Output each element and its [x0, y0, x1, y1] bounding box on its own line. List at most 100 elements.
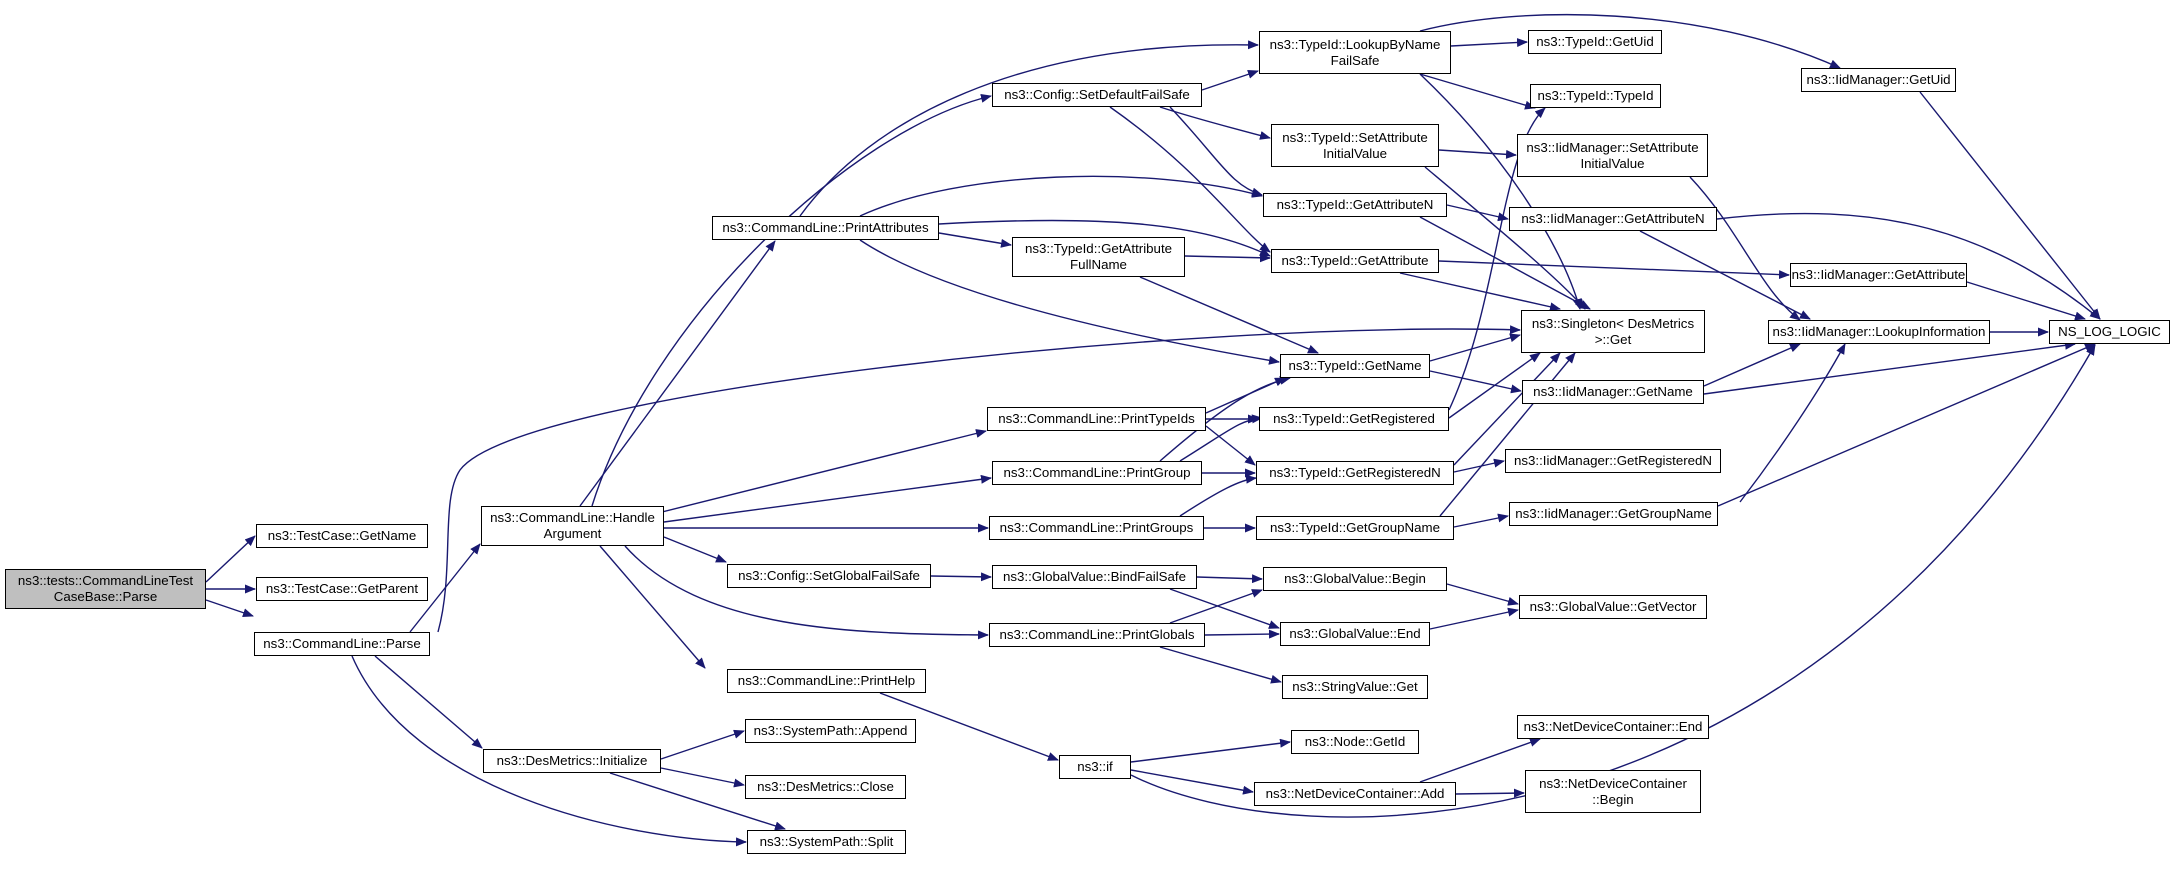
- edge-typeid-getregisteredn-to-iidmanager-getregisteredn: [1453, 458, 1505, 473]
- edge-setdefaultfailsafe-to-lookupbyname: [1201, 69, 1259, 91]
- edge-printglobals-to-globalvalue-end: [1204, 629, 1280, 639]
- node-iidmanager-getattributen[interactable]: ns3::IidManager::GetAttributeN: [1509, 207, 1717, 231]
- edge-lookupbyname-to-singleton-get: [1419, 73, 1582, 310]
- node-commandline-printgroups[interactable]: ns3::CommandLine::PrintGroups: [989, 516, 1204, 540]
- edge-typeid-getregistered-to-singleton-get: [1448, 352, 1541, 419]
- node-commandline-printhelp[interactable]: ns3::CommandLine::PrintHelp: [727, 669, 926, 693]
- node-globalvalue-begin[interactable]: ns3::GlobalValue::Begin: [1263, 567, 1447, 591]
- node-typeid-getuid[interactable]: ns3::TypeId::GetUid: [1528, 30, 1662, 54]
- edge-typeid-getregisteredn-to-singleton-get: [1453, 352, 1561, 466]
- edge-root-to-testcase-getname: [205, 535, 256, 583]
- edge-iidmanager-getuid-to-ns-log-logic: [1919, 91, 2101, 320]
- edge-printattributes-to-typeid-getattribute: [938, 219, 1271, 257]
- node-config-setglobalfailsafe[interactable]: ns3::Config::SetGlobalFailSafe: [727, 564, 931, 588]
- edge-printtypeids-to-typeid-getregisteredn: [1205, 425, 1256, 466]
- edge-getattributefullname-to-typeid-getattribute: [1184, 253, 1271, 263]
- node-ns-log-logic[interactable]: NS_LOG_LOGIC: [2049, 320, 2170, 344]
- edge-iidmanager-getattributen-to-ns-log-logic: [1716, 212, 2101, 320]
- edge-initialize-to-systempath-append: [660, 729, 745, 760]
- edge-handleargument-to-printattributes: [579, 240, 776, 507]
- node-iidmanager-lookupinformation[interactable]: ns3::IidManager::LookupInformation: [1768, 320, 1990, 344]
- node-systempath-split[interactable]: ns3::SystemPath::Split: [747, 830, 906, 854]
- edge-getattributefullname-to-typeid-getname: [1139, 276, 1319, 354]
- edge-setattributeinitialvalue-to-singleton-get: [1424, 166, 1586, 310]
- edge-printgroup-to-typeid-getname: [1159, 375, 1291, 462]
- edge-iidmanager-getname-to-ns-log-logic: [1703, 340, 2076, 395]
- edge-typeid-getname-to-singleton-get: [1429, 333, 1521, 362]
- node-node-getid[interactable]: ns3::Node::GetId: [1291, 730, 1419, 754]
- node-iidmanager-getattribute[interactable]: ns3::IidManager::GetAttribute: [1790, 263, 1967, 287]
- node-globalvalue-bindfailsafe[interactable]: ns3::GlobalValue::BindFailSafe: [992, 565, 1197, 589]
- edge-initialize-to-systempath-split: [609, 772, 786, 831]
- edge-parse-to-systempath-split: [351, 655, 747, 847]
- edge-setglobalfailsafe-to-bindfailsafe: [930, 572, 992, 582]
- node-desmetrics-initialize[interactable]: ns3::DesMetrics::Initialize: [483, 749, 661, 773]
- node-desmetrics-close[interactable]: ns3::DesMetrics::Close: [745, 775, 906, 799]
- node-globalvalue-getvector[interactable]: ns3::GlobalValue::GetVector: [1519, 595, 1707, 619]
- edge-typeid-getattribute-to-iidmanager-getattribute: [1438, 260, 1790, 280]
- edge-printglobals-to-stringvalue-get: [1159, 646, 1282, 684]
- edge-setdefaultfailsafe-to-typeid-getattributen: [1169, 106, 1263, 197]
- node-typeid-getattributefullname[interactable]: ns3::TypeId::GetAttribute FullName: [1012, 237, 1185, 277]
- node-testcase-getname[interactable]: ns3::TestCase::GetName: [256, 524, 428, 548]
- edge-ns3-if-to-netdevicecontainer-add: [1130, 769, 1254, 795]
- edge-typeid-getattributen-to-iidmanager-getattributen: [1446, 204, 1509, 222]
- edge-lookupbyname-to-iidmanager-getuid: [1419, 13, 1841, 69]
- edge-bindfailsafe-to-globalvalue-end: [1169, 588, 1280, 629]
- edge-typeid-getregistered-to-typeid-typeid: [1448, 107, 1546, 411]
- node-typeid-getgroupname[interactable]: ns3::TypeId::GetGroupName: [1256, 516, 1454, 540]
- node-config-setdefaultfailsafe[interactable]: ns3::Config::SetDefaultFailSafe: [992, 83, 1202, 107]
- node-globalvalue-end[interactable]: ns3::GlobalValue::End: [1280, 622, 1430, 646]
- edge-printattributes-to-typeid-getname: [859, 239, 1280, 365]
- edge-ns3-if-to-node-getid: [1130, 738, 1291, 763]
- node-typeid-getname[interactable]: ns3::TypeId::GetName: [1280, 354, 1430, 378]
- edge-parse-to-desmetrics-initialize: [374, 655, 483, 749]
- node-systempath-append[interactable]: ns3::SystemPath::Append: [745, 719, 916, 743]
- edge-iidmanager-getattributen-to-lookupinformation: [1639, 230, 1811, 320]
- node-singleton-desmetrics-get[interactable]: ns3::Singleton< DesMetrics >::Get: [1521, 310, 1705, 353]
- node-netdevicecontainer-begin[interactable]: ns3::NetDeviceContainer ::Begin: [1525, 770, 1701, 813]
- edge-add-to-netdevicecontainer-end: [1419, 738, 1541, 783]
- node-typeid-getattributen[interactable]: ns3::TypeId::GetAttributeN: [1263, 193, 1447, 217]
- node-stringvalue-get[interactable]: ns3::StringValue::Get: [1282, 675, 1428, 699]
- node-typeid-getregisteredn[interactable]: ns3::TypeId::GetRegisteredN: [1256, 461, 1454, 485]
- node-commandline-printtypeids[interactable]: ns3::CommandLine::PrintTypeIds: [987, 407, 1206, 431]
- node-iidmanager-getgroupname[interactable]: ns3::IidManager::GetGroupName: [1509, 502, 1718, 526]
- node-typeid-getattribute[interactable]: ns3::TypeId::GetAttribute: [1271, 249, 1439, 273]
- node-typeid-typeid[interactable]: ns3::TypeId::TypeId: [1530, 84, 1661, 108]
- edge-handleargument-to-config-setdefaultfailsafe: [591, 93, 992, 507]
- edge-globalvalue-begin-to-getvector: [1446, 583, 1519, 606]
- node-commandline-handleargument[interactable]: ns3::CommandLine::Handle Argument: [481, 506, 664, 546]
- edge-bindfailsafe-to-globalvalue-begin: [1196, 574, 1263, 584]
- edge-parse-to-singleton-get: [437, 325, 1521, 633]
- node-iidmanager-getregisteredn[interactable]: ns3::IidManager::GetRegisteredN: [1505, 449, 1721, 473]
- edge-lookupbyname-to-typeid-typeid: [1419, 73, 1536, 110]
- node-typeid-lookupbynamefailsafe[interactable]: ns3::TypeId::LookupByName FailSafe: [1259, 31, 1451, 74]
- edge-iidmanager-getgroupname-to-ns-log-logic: [1717, 343, 2096, 507]
- edge-iidmanager-getgroupname-to-lookupinformation: [1739, 343, 1846, 503]
- edge-iidmanager-getname-to-lookupinformation: [1703, 343, 1801, 387]
- node-testcase-getparent[interactable]: ns3::TestCase::GetParent: [256, 577, 428, 601]
- node-typeid-getregistered[interactable]: ns3::TypeId::GetRegistered: [1259, 407, 1449, 431]
- node-netdevicecontainer-add[interactable]: ns3::NetDeviceContainer::Add: [1254, 782, 1456, 806]
- node-commandline-printgroup[interactable]: ns3::CommandLine::PrintGroup: [992, 461, 1202, 485]
- node-commandline-parse[interactable]: ns3::CommandLine::Parse: [254, 632, 430, 656]
- node-commandline-printglobals[interactable]: ns3::CommandLine::PrintGlobals: [989, 623, 1205, 647]
- edge-initialize-to-desmetrics-close: [660, 767, 745, 788]
- node-ns3-if[interactable]: ns3::if: [1059, 755, 1131, 779]
- node-iidmanager-getname[interactable]: ns3::IidManager::GetName: [1522, 380, 1704, 404]
- edge-iidmanager-setattributeinitialvalue-to-lookupinformation: [1689, 176, 1801, 321]
- edge-printgroups-to-typeid-getregisteredn: [1179, 474, 1257, 517]
- node-iidmanager-setattributeinitialvalue[interactable]: ns3::IidManager::SetAttribute InitialVal…: [1517, 134, 1708, 177]
- edge-add-to-netdevicecontainer-begin: [1455, 788, 1525, 798]
- node-root-commandlinetestcasebase-parse[interactable]: ns3::tests::CommandLineTest CaseBase::Pa…: [5, 569, 206, 609]
- node-typeid-setattributeinitialvalue[interactable]: ns3::TypeId::SetAttribute InitialValue: [1271, 124, 1439, 167]
- node-netdevicecontainer-end[interactable]: ns3::NetDeviceContainer::End: [1517, 715, 1709, 739]
- edge-setdefaultfailsafe-to-setattributeinitialvalue: [1159, 106, 1271, 140]
- node-commandline-printattributes[interactable]: ns3::CommandLine::PrintAttributes: [712, 216, 939, 240]
- node-iidmanager-getuid[interactable]: ns3::IidManager::GetUid: [1801, 68, 1956, 92]
- edge-handleargument-to-printgroup: [663, 474, 992, 523]
- edge-setdefaultfailsafe-to-typeid-getattribute: [1109, 106, 1271, 253]
